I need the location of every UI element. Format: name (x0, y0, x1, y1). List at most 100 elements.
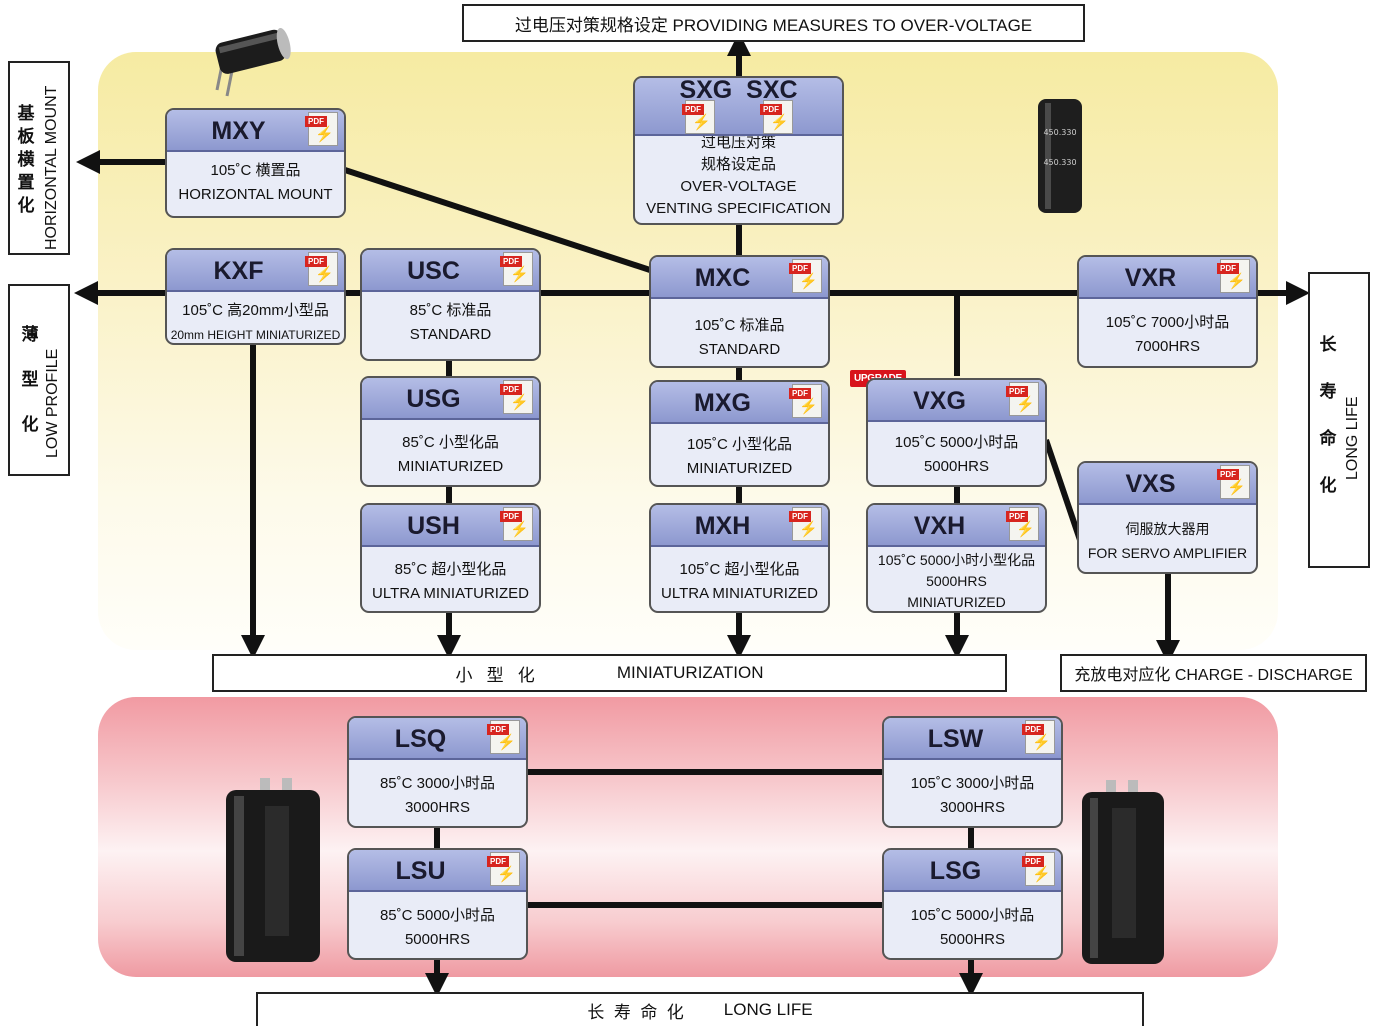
series-spec-en: 5000HRS (939, 931, 1006, 948)
series-name: USH (407, 512, 460, 540)
pdf-icon-sxg[interactable]: PDF⚡ (682, 100, 715, 134)
series-spec-cn: 105˚C 3000小时品 (910, 775, 1035, 792)
svg-text:450.330: 450.330 (1043, 158, 1076, 167)
series-name: MXC (694, 264, 751, 292)
series-spec-cn: 105˚C 小型化品 (686, 436, 793, 453)
over-voltage-label: 过电压对策规格设定 PROVIDING MEASURES TO OVER-VOL… (462, 4, 1085, 42)
horizontal-capacitor-image (215, 27, 291, 97)
series-spec-cn: 105˚C 5000小时品 (894, 434, 1019, 451)
series-name: MXY (211, 117, 266, 145)
series-spec-en: HORIZONTAL MOUNT (178, 186, 333, 203)
long-life-side-en: LONG LIFE (1344, 396, 1361, 480)
series-spec-cn: 85˚C 5000小时品 (379, 907, 496, 924)
series-spec-cn: 伺服放大器用 (1125, 521, 1210, 537)
series-card-mxc[interactable]: MXC PDF⚡ 105˚C 标准品 STANDARD (649, 255, 830, 368)
series-card-vxg[interactable]: VXG PDF⚡ 105˚C 5000小时品 5000HRS (866, 378, 1047, 487)
miniaturization-label: 小 型 化 MINIATURIZATION (212, 654, 1007, 692)
pdf-icon[interactable]: PDF⚡ (305, 252, 338, 286)
screw-capacitor-right-image (1082, 780, 1164, 964)
series-card-lsw[interactable]: LSW PDF⚡ 105˚C 3000小时品 3000HRS (882, 716, 1063, 828)
series-spec-cn: 105˚C 7000小时品 (1105, 314, 1230, 331)
pdf-icon[interactable]: PDF⚡ (1022, 852, 1055, 886)
series-card-vxr[interactable]: VXR PDF⚡ 105˚C 7000小时品 7000HRS (1077, 255, 1258, 368)
horizontal-mount-side-label: 基 板 横 置 化 HORIZONTAL MOUNT (8, 61, 70, 255)
pdf-icon[interactable]: PDF⚡ (1217, 259, 1250, 293)
series-spec-en: 5000HRS (926, 573, 987, 589)
series-card-vxs[interactable]: VXS PDF⚡ 伺服放大器用 FOR SERVO AMPLIFIER (1077, 461, 1258, 574)
miniaturization-cjk: 小 型 化 (455, 665, 535, 685)
pdf-icon[interactable]: PDF⚡ (305, 112, 338, 146)
pdf-icon[interactable]: PDF⚡ (500, 252, 533, 286)
series-name: SXG SXC (679, 76, 798, 104)
charge-discharge-label: 充放电对应化 CHARGE - DISCHARGE (1060, 654, 1367, 692)
series-spec-en: 3000HRS (939, 799, 1006, 816)
series-spec-en: STANDARD (409, 326, 492, 343)
series-spec-en: FOR SERVO AMPLIFIER (1087, 545, 1248, 561)
series-spec-en: STANDARD (698, 341, 781, 358)
series-spec-cn: 105˚C 横置品 (210, 162, 301, 179)
series-name: VXR (1124, 264, 1177, 292)
series-spec-en: 7000HRS (1134, 338, 1201, 355)
series-spec-cn: 85˚C 标准品 (409, 302, 492, 319)
series-name: VXH (913, 512, 966, 540)
series-spec-cn: 105˚C 5000小时小型化品 (877, 552, 1036, 568)
svg-text:450.330: 450.330 (1043, 128, 1076, 137)
series-spec-en: 3000HRS (404, 799, 471, 816)
pdf-icon[interactable]: PDF⚡ (1022, 720, 1055, 754)
series-spec-en: OVER-VOLTAGE (680, 178, 797, 195)
series-card-lsq[interactable]: LSQ PDF⚡ 85˚C 3000小时品 3000HRS (347, 716, 528, 828)
pdf-icon-sxc[interactable]: PDF⚡ (760, 100, 793, 134)
series-spec-cn: 105˚C 标准品 (694, 317, 785, 334)
series-spec-cn: 85˚C 超小型化品 (394, 561, 507, 578)
series-spec-en: MINIATURIZED (397, 458, 504, 475)
pdf-icon[interactable]: PDF⚡ (789, 507, 822, 541)
pdf-icon[interactable]: PDF⚡ (1006, 382, 1039, 416)
series-spec-en: 5000HRS (923, 458, 990, 475)
series-card-mxy[interactable]: MXY PDF⚡ 105˚C 横置品 HORIZONTAL MOUNT (165, 108, 346, 218)
horizontal-mount-en: HORIZONTAL MOUNT (43, 85, 60, 250)
pdf-icon[interactable]: PDF⚡ (500, 507, 533, 541)
series-spec-en: MINIATURIZED (686, 460, 793, 477)
series-card-ush[interactable]: USH PDF⚡ 85˚C 超小型化品 ULTRA MINIATURIZED (360, 503, 541, 613)
long-life-side-cjk: 长 寿 命 化 (1319, 335, 1337, 495)
pdf-icon[interactable]: PDF⚡ (1006, 507, 1039, 541)
pdf-icon[interactable]: PDF⚡ (487, 720, 520, 754)
series-spec-cn-2: 规格设定品 (700, 156, 776, 173)
pdf-icon[interactable]: PDF⚡ (1217, 465, 1250, 499)
charge-discharge-text: 充放电对应化 CHARGE - DISCHARGE (1074, 667, 1353, 684)
over-voltage-text: 过电压对策规格设定 PROVIDING MEASURES TO OVER-VOL… (514, 15, 1033, 35)
series-spec-en: ULTRA MINIATURIZED (372, 585, 529, 602)
long-life-side-label: 长 寿 命 化 LONG LIFE (1308, 272, 1370, 568)
long-life-label: 长 寿 命 化 LONG LIFE (256, 992, 1144, 1026)
series-spec-en-2: VENTING SPECIFICATION (646, 200, 831, 217)
series-name: VXG (913, 387, 966, 415)
series-name: LSG (929, 857, 982, 885)
series-card-vxh[interactable]: VXH PDF⚡ 105˚C 5000小时小型化品 5000HRS MINIATUR… (866, 503, 1047, 613)
pdf-icon[interactable]: PDF⚡ (487, 852, 520, 886)
series-spec-en: 5000HRS (404, 931, 471, 948)
low-profile-cjk: 薄 型 化 (21, 325, 39, 434)
series-spec-cn: 85˚C 3000小时品 (379, 775, 496, 792)
series-name: KXF (213, 257, 264, 285)
series-spec-cn: 105˚C 5000小时品 (910, 907, 1035, 924)
low-profile-en: LOW PROFILE (44, 348, 61, 458)
series-card-lsg[interactable]: LSG PDF⚡ 105˚C 5000小时品 5000HRS (882, 848, 1063, 960)
pdf-icon[interactable]: PDF⚡ (789, 259, 822, 293)
series-name: LSW (927, 725, 984, 753)
long-life-cjk: 长 寿 命 化 (587, 1002, 684, 1022)
series-name: VXS (1125, 470, 1176, 498)
series-spec-cn: 105˚C 超小型化品 (679, 561, 800, 578)
pdf-icon[interactable]: PDF⚡ (500, 380, 533, 414)
series-spec-cn: 85˚C 小型化品 (402, 434, 499, 451)
series-spec-en-2: MINIATURIZED (907, 594, 1006, 610)
series-name: LSQ (394, 725, 447, 753)
low-profile-side-label: 薄 型 化 LOW PROFILE (8, 284, 70, 476)
pdf-icon[interactable]: PDF⚡ (789, 384, 822, 418)
